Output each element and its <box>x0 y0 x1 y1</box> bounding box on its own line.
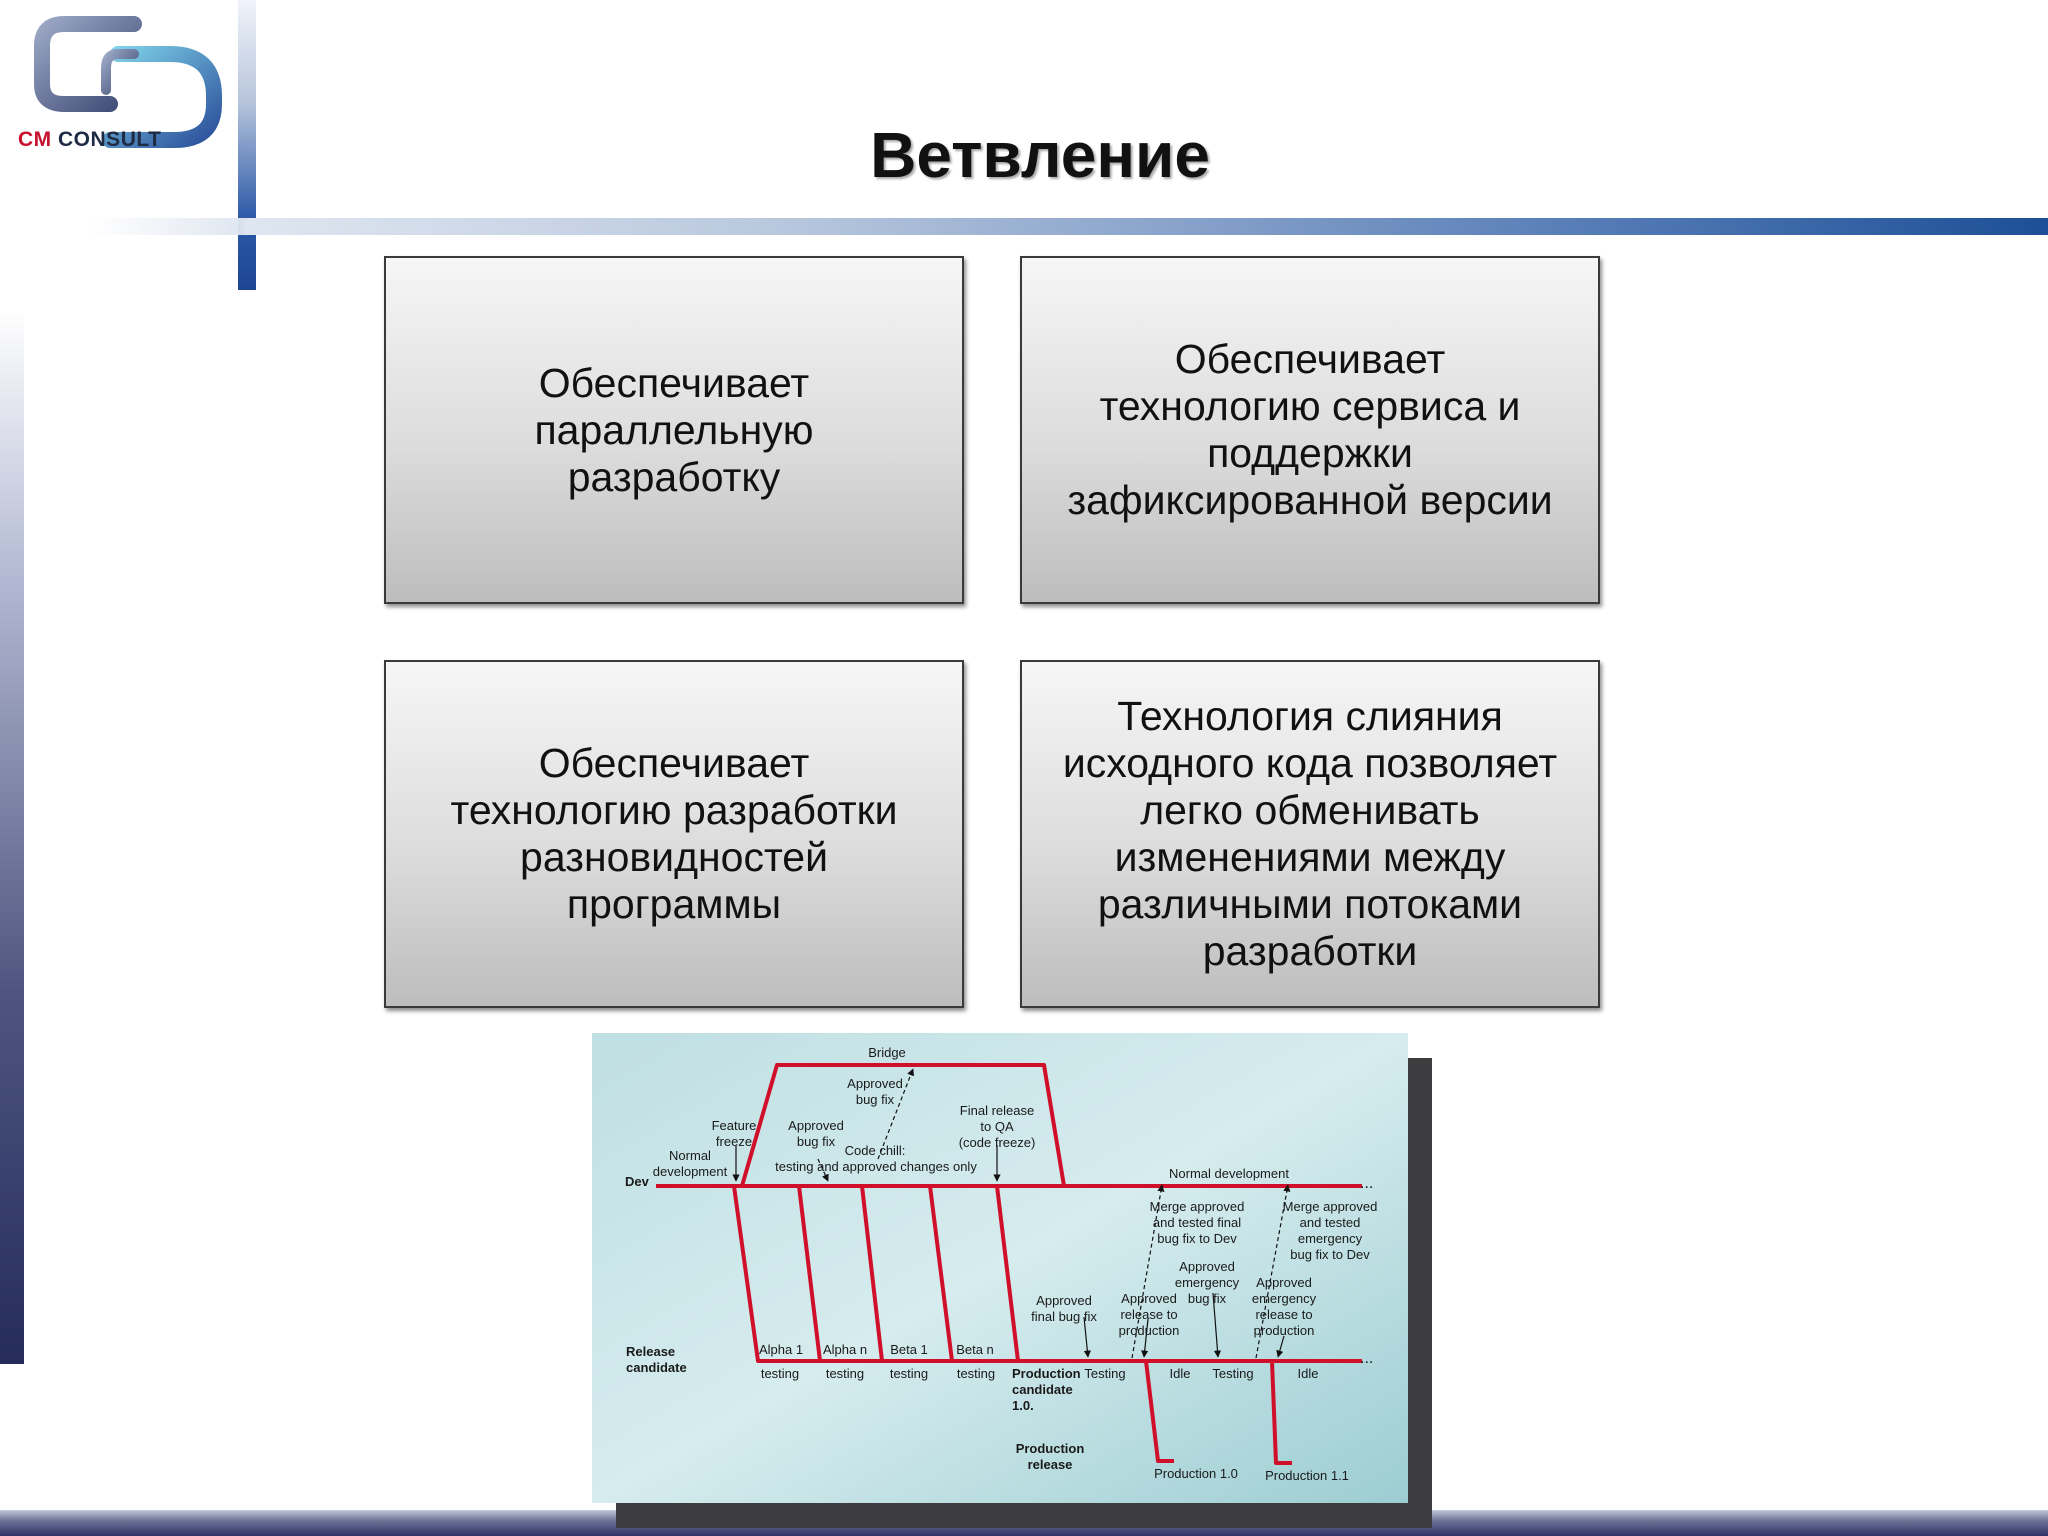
label-production-11: Production 1.1 <box>1265 1468 1349 1483</box>
cm-consult-logo-icon <box>34 16 222 148</box>
label-merge-final: and tested final <box>1153 1215 1241 1230</box>
label-approved-release: release to <box>1120 1307 1177 1322</box>
label-idle-1: Idle <box>1170 1366 1191 1381</box>
feature-box-merging: Технология слияния исходного кода позвол… <box>1020 660 1600 1008</box>
label-merge-emergency: bug fix to Dev <box>1290 1247 1370 1262</box>
decorative-horizontal-bar <box>90 218 2048 235</box>
feature-box-text: Обеспечивает технологию сервиса и поддер… <box>1067 336 1553 523</box>
alphan-branch <box>797 1185 864 1363</box>
label-betan: Beta n <box>956 1342 994 1357</box>
feature-box-text: Технология слияния исходного кода позвол… <box>1062 693 1558 974</box>
label-release-candidate: candidate <box>626 1360 687 1375</box>
label-approved-release: Approved <box>1121 1291 1177 1306</box>
diagram-background <box>592 1033 1408 1503</box>
decorative-left-bar <box>0 310 24 1364</box>
ellipsis-release: ... <box>1360 1350 1373 1367</box>
label-testing-1: Testing <box>1084 1366 1125 1381</box>
label-final-release: Final release <box>960 1103 1034 1118</box>
label-merge-emergency: Merge approved <box>1283 1199 1378 1214</box>
label-alphan-testing: testing <box>826 1366 864 1381</box>
label-approved-emergency-release: emergency <box>1252 1291 1317 1306</box>
label-production-candidate: candidate <box>1012 1382 1073 1397</box>
betan-branch <box>928 1185 996 1363</box>
alpha1-branch <box>732 1185 800 1363</box>
label-production-10: Production 1.0 <box>1154 1466 1238 1481</box>
label-approved-release: production <box>1119 1323 1180 1338</box>
solid-arrows <box>732 1145 1285 1358</box>
label-feature-freeze: Feature <box>712 1118 757 1133</box>
label-merge-emergency: emergency <box>1298 1231 1363 1246</box>
label-approved-bug-fix: Approved <box>847 1076 903 1091</box>
label-code-chill: Code chill: <box>845 1143 906 1158</box>
label-alpha1: Alpha 1 <box>759 1342 803 1357</box>
beta1-branch <box>860 1185 928 1363</box>
label-dev: Dev <box>625 1174 650 1189</box>
label-feature-freeze: freeze <box>716 1134 752 1149</box>
label-merge-final: bug fix to Dev <box>1157 1231 1237 1246</box>
feature-box-parallel-development: Обеспечивает параллельную разработку <box>384 256 964 604</box>
feature-box-service-support: Обеспечивает технологию сервиса и поддер… <box>1020 256 1600 604</box>
label-approved-emergency-release: release to <box>1255 1307 1312 1322</box>
production-11-branch <box>1270 1360 1292 1465</box>
label-normal-development: Normal development <box>1169 1166 1289 1181</box>
label-idle-2: Idle <box>1298 1366 1319 1381</box>
feature-box-text: Обеспечивает технологию разработки разно… <box>450 740 898 927</box>
label-normal-dev: development <box>653 1164 728 1179</box>
label-final-release: (code freeze) <box>959 1135 1036 1150</box>
label-merge-emergency: and tested <box>1300 1215 1361 1230</box>
label-alphan: Alpha n <box>823 1342 867 1357</box>
label-approved-emergency: Approved <box>1179 1259 1235 1274</box>
ellipsis-dev: ... <box>1360 1175 1373 1192</box>
slide-title: Ветвление <box>870 119 1210 191</box>
label-merge-final: Merge approved <box>1150 1199 1245 1214</box>
label-normal-dev: Normal <box>669 1148 711 1163</box>
production-branch <box>995 1185 1020 1362</box>
decorative-vertical-bar <box>238 0 256 290</box>
label-production-candidate: 1.0. <box>1012 1398 1034 1413</box>
label-approved-final: Approved <box>1036 1293 1092 1308</box>
label-approved-bug-fix-2: bug fix <box>797 1134 836 1149</box>
label-approved-emergency-release: Approved <box>1256 1275 1312 1290</box>
label-approved-emergency-release: production <box>1254 1323 1315 1338</box>
label-final-release: to QA <box>980 1119 1014 1134</box>
label-alpha1-testing: testing <box>761 1366 799 1381</box>
label-betan-testing: testing <box>957 1366 995 1381</box>
label-approved-emergency: emergency <box>1175 1275 1240 1290</box>
label-approved-bug-fix: bug fix <box>856 1092 895 1107</box>
bridge-line <box>740 1063 1066 1187</box>
label-approved-final: final bug fix <box>1031 1309 1097 1324</box>
label-bridge: Bridge <box>868 1045 906 1060</box>
label-testing-2: Testing <box>1212 1366 1253 1381</box>
label-release-candidate: Release <box>626 1344 675 1359</box>
label-approved-emergency: bug fix <box>1188 1291 1227 1306</box>
label-production-release: release <box>1028 1457 1073 1472</box>
branching-diagram: Bridge Approved bug fix Feature freeze A… <box>592 1033 1408 1503</box>
feature-box-variants: Обеспечивает технологию разработки разно… <box>384 660 964 1008</box>
production-10-branch <box>1144 1360 1174 1463</box>
feature-box-text: Обеспечивает параллельную разработку <box>534 359 814 500</box>
label-approved-bug-fix-2: Approved <box>788 1118 844 1133</box>
branch-lines <box>656 1063 1362 1465</box>
label-beta1-testing: testing <box>890 1366 928 1381</box>
dashed-arrows <box>817 1068 1291 1359</box>
label-code-chill: testing and approved changes only <box>775 1159 977 1174</box>
label-production-release: Production <box>1016 1441 1085 1456</box>
label-production-candidate: Production <box>1012 1366 1081 1381</box>
label-beta1: Beta 1 <box>890 1342 928 1357</box>
logo-text: CM CONSULT <box>18 128 162 151</box>
